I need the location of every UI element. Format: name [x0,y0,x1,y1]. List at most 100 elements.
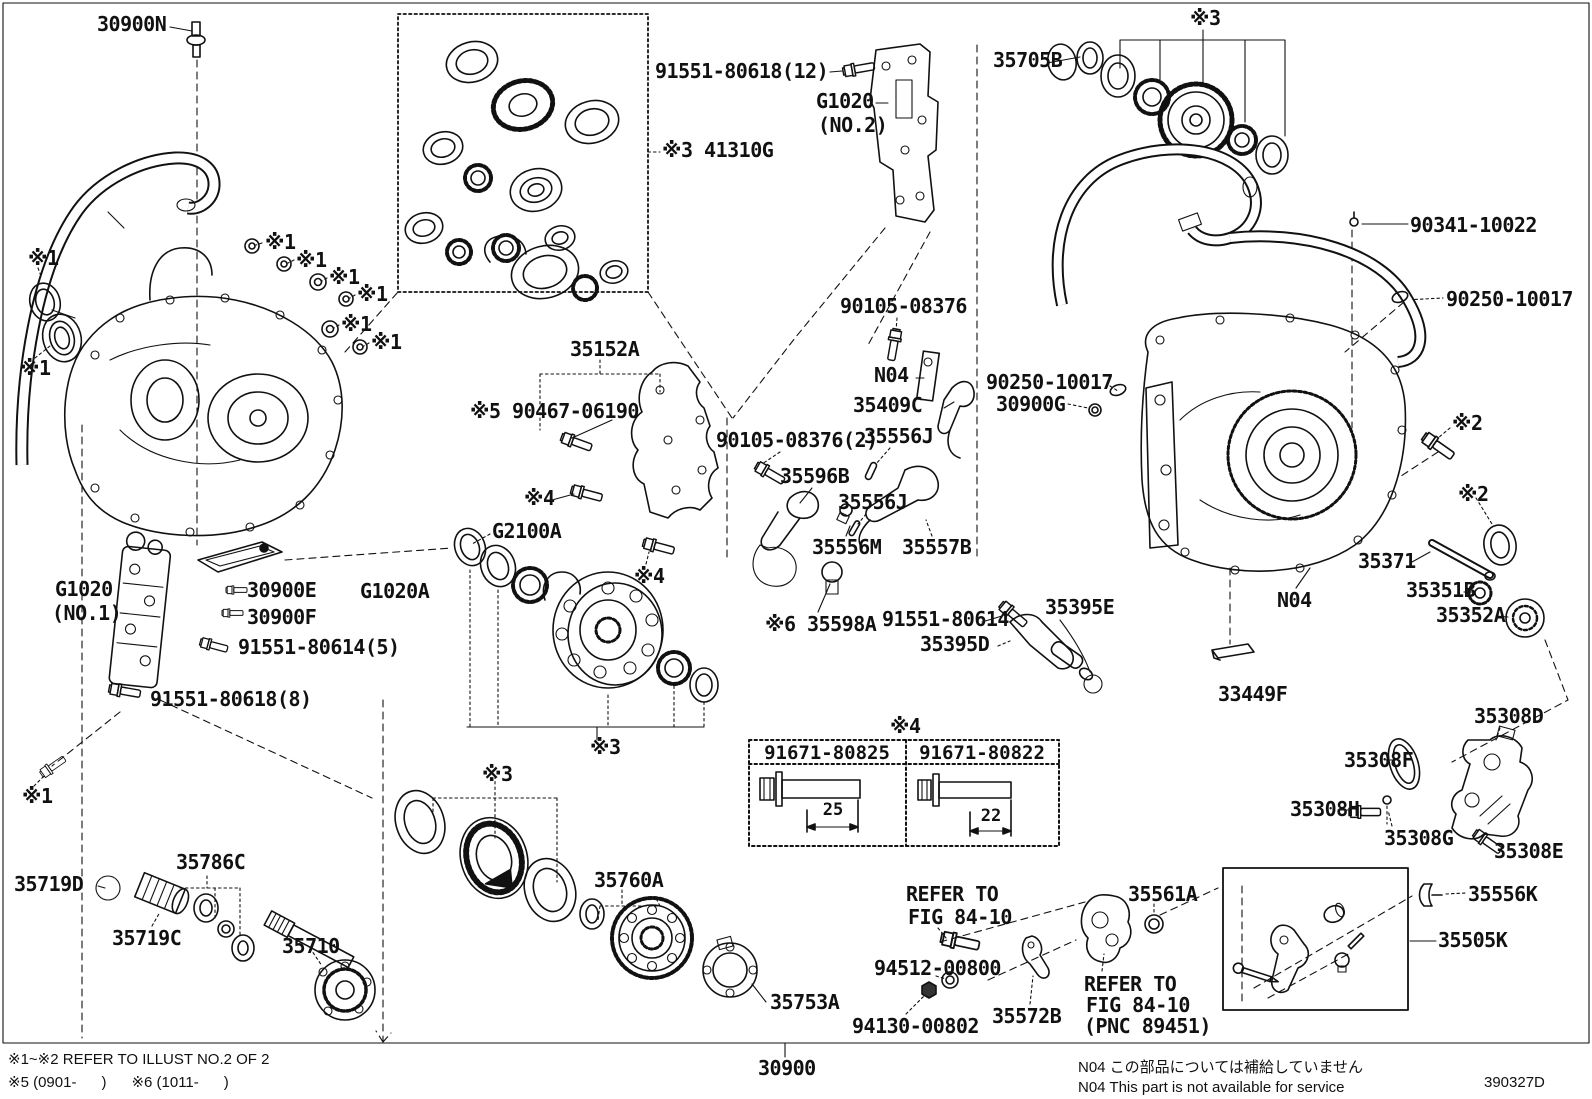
part-label: 35351B [1406,578,1476,602]
part-label: 35395E [1045,595,1115,619]
note-not-available-en: N04 This part is not available for servi… [1078,1079,1345,1096]
part-label: 35561A [1128,882,1198,906]
part-label: 35556J [838,490,908,514]
part-label: 35596B [780,464,850,488]
control-valve-plate-drawing [558,361,719,558]
part-label: ※1 [341,312,372,336]
part-label: 35705B [993,48,1063,72]
part-label: 35786C [176,850,246,874]
footnote-refer-illust: ※1~※2 REFER TO ILLUST NO.2 OF 2 [8,1051,270,1068]
part-label: 30900N [97,12,167,36]
left-transaxle-case-drawing [63,247,343,537]
part-label: G1020 [816,89,874,113]
part-label: 35308E [1494,839,1564,863]
part-label: ※3 41310G [662,138,774,162]
part-label: 90250-10017 [986,370,1113,394]
part-label: N04 [874,363,909,387]
dashed-lines [51,44,1569,1043]
right-side-small-parts-drawing [1088,211,1517,566]
symbol-1-seal-parts-drawing [28,238,368,780]
shift-control-parts-drawing [752,327,975,595]
part-label: ※1 [28,246,59,270]
part-label: ※4 [890,714,921,738]
part-label: ※5 90467-06190 [470,399,639,423]
part-label: 33449F [1218,682,1288,706]
part-label: 94512-00800 [874,956,1001,980]
part-label: 35505K [1438,928,1508,952]
part-label: 35308G [1384,826,1454,850]
part-label: 30900F [247,605,317,629]
left-oil-pipe-drawing [15,151,221,466]
part-label: 30900 [758,1056,816,1080]
part-label: 35308H [1290,797,1360,821]
part-label: ※3 [590,735,621,759]
part-label: ※1 [357,282,388,306]
part-label: G2100A [492,519,562,543]
part-label: 35556K [1468,882,1538,906]
part-label: (NO.1) [52,601,122,625]
part-label: 35308F [1344,748,1414,772]
right-oil-pipe-drawing [1051,143,1427,368]
bearing-set-drawing [394,789,605,930]
part-label: FIG 84-10 [908,905,1012,929]
part-label: (PNC 89451) [1084,1014,1211,1038]
part-label: ※1 [22,784,53,808]
part-label: 94130-00802 [852,1014,979,1038]
part-label: 35152A [570,337,640,361]
hub-and-plate-drawing [610,896,758,998]
part-label: G1020A [360,579,430,603]
part-label: ※1 [296,248,327,272]
table-bolt-25-drawing [759,771,861,833]
parking-lock-box-drawing [1222,867,1443,1011]
part-label: 35710 [282,934,340,958]
part-label: 35556J [864,424,934,448]
part-label: 35753A [770,990,840,1014]
part-label: ※3 [482,762,513,786]
part-label: ※1 [371,330,402,354]
part-label: 91551-80618(8) [150,687,312,711]
part-label: 35719C [112,926,182,950]
table-part-number-left: 91671-80825 [764,742,890,764]
valve-body-no2-drawing [841,43,939,223]
part-label: ※3 [1190,6,1221,30]
part-label: 35409C [853,393,923,417]
part-label: ※4 [634,564,665,588]
sensor-parts-drawing [996,598,1103,694]
part-label: 30900E [247,578,317,602]
part-label: 35556M [812,535,882,559]
part-label: 35572B [992,1004,1062,1028]
part-label: 91551-80618(12) [655,59,829,83]
part-label: 91551-80614 [882,607,1009,631]
part-label: 90105-08376 [840,294,967,318]
counter-gear-kit-box-drawing [397,13,649,302]
part-label: ※2 [1452,411,1483,435]
part-label: 35308D [1474,704,1544,728]
part-label: FIG 84-10 [1086,993,1190,1017]
part-label: G1020 [55,577,113,601]
right-transaxle-case-drawing [1140,312,1407,575]
valve-body-no1-drawing [107,531,283,701]
part-label: N04 [1277,588,1312,612]
part-label: REFER TO [906,882,999,906]
part-label: 35352A [1436,603,1506,627]
leader-lines [33,26,1509,1058]
part-label: REFER TO [1084,972,1177,996]
part-label: 35557B [902,535,972,559]
part-label: 91551-80614(5) [238,635,400,659]
table-bolt-22-drawing [917,773,1012,837]
bolt-size-table-drawing [748,739,1060,847]
breather-valve-parts-drawing [1348,725,1533,857]
output-shaft-parts-drawing [95,871,376,1021]
diagram-border [2,2,1590,1044]
oil-pump-parts-drawing [1211,539,1545,661]
differential-assembly-drawing [453,527,719,703]
part-label: ※6 35598A [765,612,877,636]
part-label: ※4 [524,486,555,510]
note-not-available-jp: N04 この部品については補給していません [1078,1059,1364,1076]
part-label: ※1 [265,230,296,254]
breather-plug-drawing [186,21,206,58]
drawing-code: 390327D [1484,1074,1545,1091]
part-label: 30900G [996,392,1066,416]
